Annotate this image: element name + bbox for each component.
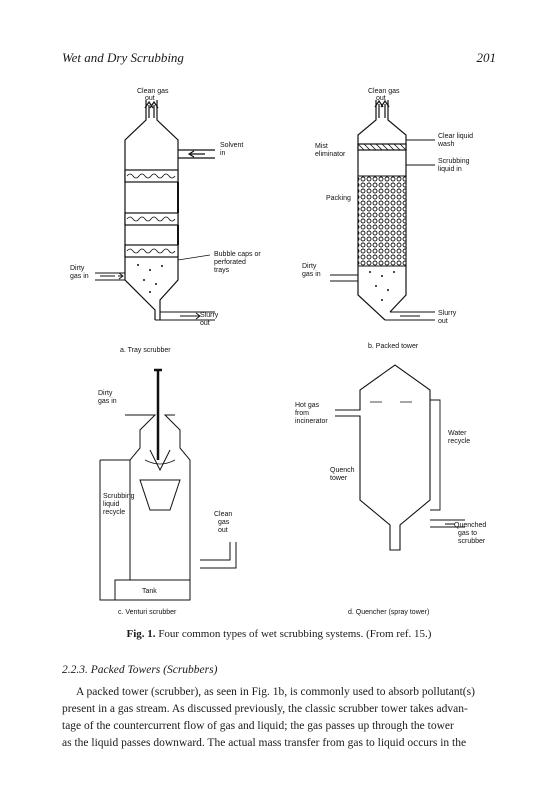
c-caption: c. Venturi scrubber xyxy=(118,609,177,616)
b-mist-label-2: eliminator xyxy=(315,151,346,158)
a-clean-gas-label-2: out xyxy=(145,95,155,102)
page-number: 201 xyxy=(476,50,497,65)
d-quenched-label-2: gas to xyxy=(458,530,477,537)
b-clear-label-2: wash xyxy=(437,141,454,148)
c-clean-label-1: Clean xyxy=(214,511,232,518)
a-solvent-label-1: Solvent xyxy=(220,142,243,149)
a-bubble-label-3: trays xyxy=(214,267,230,274)
c-dirty-label-1: Dirty xyxy=(98,390,113,397)
b-clear-label-1: Clear liquid xyxy=(438,133,473,140)
packed-tower-diagram xyxy=(330,99,435,321)
d-hot-label-2: from xyxy=(295,410,309,417)
b-slurry-label-1: Slurry xyxy=(438,310,457,317)
d-hot-label-1: Hot gas xyxy=(295,402,320,409)
a-bubble-label-2: perforated xyxy=(214,259,246,266)
d-quenched-label-3: scrubber xyxy=(458,538,486,545)
d-water-label-2: recycle xyxy=(448,438,470,445)
paragraph-line: present in a gas stream. As discussed pr… xyxy=(62,703,468,715)
b-scrub-label-2: liquid in xyxy=(438,166,462,173)
running-title: Wet and Dry Scrubbing xyxy=(62,50,184,65)
a-solvent-label-2: in xyxy=(220,150,226,157)
c-recycle-label-2: liquid xyxy=(103,501,119,508)
c-recycle-label-1: Scrubbing xyxy=(103,493,135,500)
c-clean-label-2: gas xyxy=(218,519,230,526)
figure-drawing: Clean gas out Solvent in Bubble caps or … xyxy=(70,88,486,616)
a-slurry-label-2: out xyxy=(200,320,210,327)
b-caption: b. Packed tower xyxy=(368,343,419,350)
c-recycle-label-3: recycle xyxy=(103,509,125,516)
d-quenched-label-1: Quenched xyxy=(454,522,486,529)
a-bubble-label-1: Bubble caps or xyxy=(214,251,261,258)
a-clean-gas-label-1: Clean gas xyxy=(137,88,169,95)
running-header: Wet and Dry Scrubbing 201 xyxy=(62,50,496,68)
b-clean-gas-label-2: out xyxy=(376,95,386,102)
b-mist-label-1: Mist xyxy=(315,143,328,150)
a-dirty-label-1: Dirty xyxy=(70,265,85,272)
a-dirty-label-2: gas in xyxy=(70,273,89,280)
c-clean-label-3: out xyxy=(218,527,228,534)
figure-wet-scrubbing: Clean gas out Solvent in Bubble caps or … xyxy=(0,80,558,625)
paragraph-line: A packed tower (scrubber), as seen in Fi… xyxy=(76,686,475,698)
body-paragraph: A packed tower (scrubber), as seen in Fi… xyxy=(62,684,496,752)
d-caption: d. Quencher (spray tower) xyxy=(348,609,429,616)
d-water-label-1: Water xyxy=(448,430,467,437)
d-hot-label-3: incinerator xyxy=(295,418,328,425)
b-scrub-label-1: Scrubbing xyxy=(438,158,470,165)
figure-caption: Fig. 1. Four common types of wet scrubbi… xyxy=(0,628,558,640)
b-dirty-label-1: Dirty xyxy=(302,263,317,270)
a-slurry-label-1: Slurry xyxy=(200,312,219,319)
section-heading: 2.2.3. Packed Towers (Scrubbers) xyxy=(62,664,218,676)
a-caption: a. Tray scrubber xyxy=(120,347,171,354)
venturi-scrubber-diagram xyxy=(99,368,237,601)
c-dirty-label-2: gas in xyxy=(98,398,117,405)
paragraph-line: as the liquid passes downward. The actua… xyxy=(62,737,467,749)
figure-caption-text: Four common types of wet scrubbing syste… xyxy=(158,628,432,640)
c-tank-label: Tank xyxy=(142,588,157,595)
paragraph-line: tage of the countercurrent flow of gas a… xyxy=(62,720,454,732)
b-slurry-label-2: out xyxy=(438,318,448,325)
tray-scrubber-diagram xyxy=(95,100,215,321)
quencher-diagram xyxy=(335,364,465,551)
b-dirty-label-2: gas in xyxy=(302,271,321,278)
b-packing-label: Packing xyxy=(326,195,351,202)
d-quench-label-2: tower xyxy=(330,475,348,482)
figure-label: Fig. 1. xyxy=(126,628,156,640)
d-quench-label-1: Quench xyxy=(330,467,355,474)
b-clean-gas-label-1: Clean gas xyxy=(368,88,400,95)
